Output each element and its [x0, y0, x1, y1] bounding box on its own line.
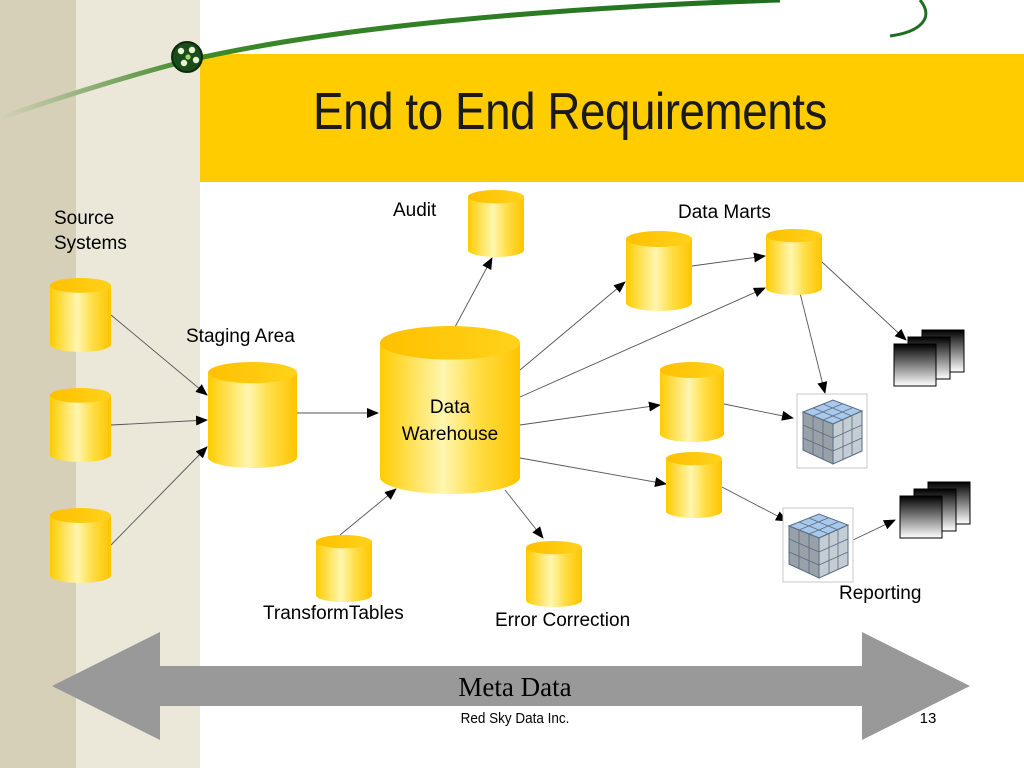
title-band [200, 54, 1024, 182]
page-number: 13 [919, 710, 937, 727]
green-swoosh [0, 0, 781, 121]
data-mart-cylinder-1 [626, 231, 692, 311]
sidebar-light-band [76, 0, 200, 768]
error-correction-label: Error Correction [495, 610, 631, 631]
sidebar-dark-band [0, 0, 76, 768]
data-warehouse-label: Data Warehouse [380, 394, 520, 448]
data-warehouse-label-line1: Data [429, 397, 471, 418]
audit-cylinder [468, 190, 524, 257]
olap-cube-icon [796, 393, 868, 469]
source-systems-label: Source Systems [54, 206, 127, 256]
data-marts-label: Data Marts [678, 202, 771, 223]
data-mart-cylinder-3 [660, 362, 724, 442]
transform-tables-cylinder [316, 535, 372, 602]
footer-company: Red Sky Data Inc. [460, 710, 570, 727]
source-systems-label-line1: Source [54, 208, 115, 229]
data-mart-cylinder-2 [766, 229, 822, 295]
staging-area-cylinder [208, 362, 297, 468]
transform-tables-label: TransformTables [263, 603, 404, 624]
source-system-cylinder-3 [50, 508, 111, 583]
reporting-label: Reporting [839, 583, 922, 604]
staging-area-label: Staging Area [186, 326, 295, 347]
source-system-cylinder-1 [50, 278, 111, 352]
meta-data-double-arrow [52, 632, 970, 740]
source-system-cylinder-2 [50, 388, 111, 462]
olap-cube-icon [782, 507, 854, 583]
audit-label: Audit [393, 200, 437, 221]
green-globe-icon [171, 41, 203, 73]
meta-data-label: Meta Data [458, 672, 572, 702]
report-stack-icon [893, 329, 965, 387]
report-stack-icon [899, 481, 971, 539]
green-swoosh-tail [889, 0, 928, 38]
data-warehouse-label-line2: Warehouse [401, 424, 499, 445]
data-mart-cylinder-4 [666, 452, 722, 518]
error-correction-cylinder [526, 541, 582, 607]
slide-title: End to End Requirements [313, 83, 827, 141]
source-systems-label-line2: Systems [54, 233, 127, 254]
